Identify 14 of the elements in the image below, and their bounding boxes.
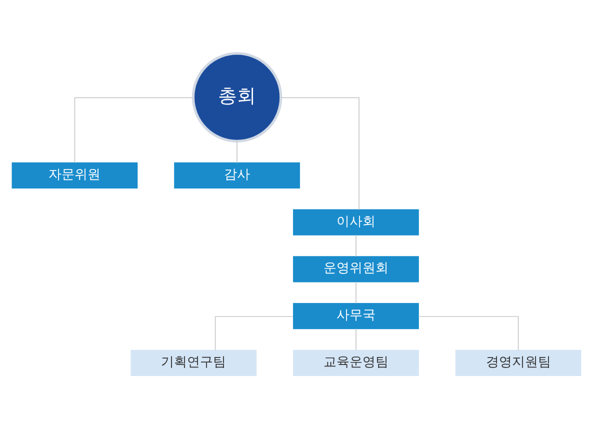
- connector: [280, 97, 360, 210]
- node-box: 교육운영팀: [293, 350, 419, 376]
- connector: [236, 140, 238, 164]
- connector: [214, 316, 294, 351]
- connector: [74, 97, 194, 164]
- node-circle: 총회: [192, 52, 282, 142]
- node-box: 자문위원: [12, 162, 138, 188]
- node-box: 이사회: [293, 209, 419, 236]
- node-box: 경영지원팀: [455, 350, 582, 376]
- node-box: 감사: [174, 162, 300, 188]
- node-box: 운영위원회: [293, 256, 419, 282]
- node-box: 사무국: [293, 303, 419, 330]
- node-box: 기획연구팀: [130, 350, 257, 376]
- connector: [418, 316, 519, 351]
